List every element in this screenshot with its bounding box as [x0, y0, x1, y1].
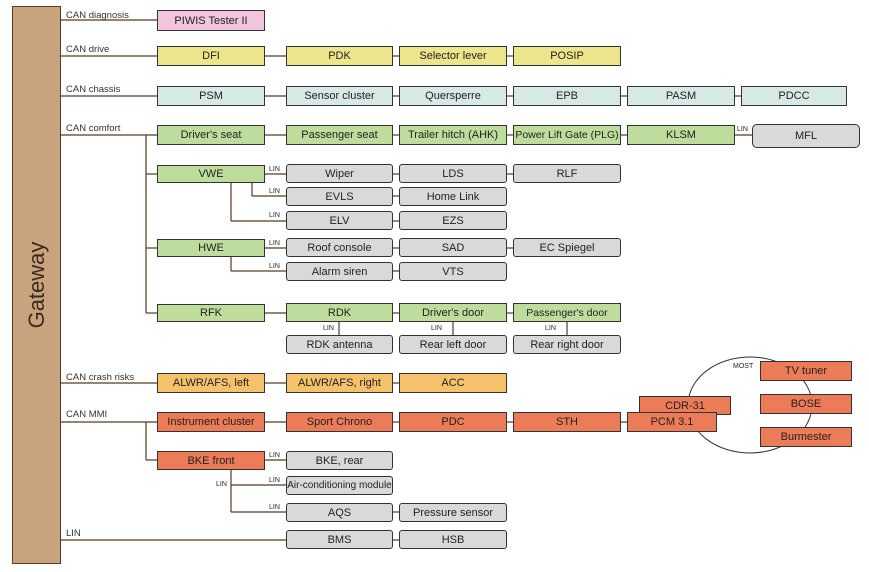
- most-label: MOST: [733, 363, 754, 370]
- lin-tag: LIN: [737, 126, 748, 133]
- node-pdcc[interactable]: PDCC: [741, 86, 847, 106]
- node-trailer-hitch[interactable]: Trailer hitch (AHK): [399, 125, 507, 145]
- node-sensor-cluster[interactable]: Sensor cluster: [286, 86, 393, 106]
- node-alarm-siren[interactable]: Alarm siren: [286, 262, 393, 281]
- gateway: Gateway: [12, 6, 61, 564]
- node-alwr-right[interactable]: ALWR/AFS, right: [286, 373, 393, 393]
- node-quersperre[interactable]: Quersperre: [399, 86, 507, 106]
- node-roof-console[interactable]: Roof console: [286, 238, 393, 257]
- lin-tag: LIN: [269, 452, 280, 459]
- node-rdk-antenna[interactable]: RDK antenna: [286, 335, 393, 354]
- lin-tag: LIN: [269, 188, 280, 195]
- node-cdr-31[interactable]: CDR-31: [639, 396, 731, 415]
- node-ec-spiegel[interactable]: EC Spiegel: [513, 238, 621, 257]
- node-burmester[interactable]: Burmester: [760, 427, 852, 447]
- node-pressure-sensor[interactable]: Pressure sensor: [399, 503, 507, 522]
- node-dfi[interactable]: DFI: [157, 46, 265, 66]
- node-rdk[interactable]: RDK: [286, 303, 393, 322]
- node-hwe[interactable]: HWE: [157, 239, 265, 257]
- node-sport-chrono[interactable]: Sport Chrono: [286, 412, 393, 432]
- node-lds[interactable]: LDS: [399, 164, 507, 183]
- bus-label-drive: CAN drive: [66, 44, 110, 55]
- node-evls[interactable]: EVLS: [286, 187, 393, 206]
- node-psm[interactable]: PSM: [157, 86, 265, 106]
- node-klsm[interactable]: KLSM: [627, 125, 735, 145]
- bus-label-diagnosis: CAN diagnosis: [66, 10, 129, 21]
- node-pdc[interactable]: PDC: [399, 412, 507, 432]
- node-sth[interactable]: STH: [513, 412, 621, 432]
- node-vts[interactable]: VTS: [399, 262, 507, 281]
- node-pdk[interactable]: PDK: [286, 46, 393, 66]
- node-alwr-left[interactable]: ALWR/AFS, left: [157, 373, 265, 393]
- node-passengers-door[interactable]: Passenger's door: [513, 303, 621, 322]
- lin-tag: LIN: [269, 212, 280, 219]
- node-drivers-seat[interactable]: Driver's seat: [157, 125, 265, 145]
- node-wiper[interactable]: Wiper: [286, 164, 393, 183]
- bus-label-crash: CAN crash risks: [66, 372, 135, 383]
- node-elv[interactable]: ELV: [286, 211, 393, 230]
- node-sad[interactable]: SAD: [399, 238, 507, 257]
- node-vwe[interactable]: VWE: [157, 165, 265, 183]
- node-tv-tuner[interactable]: TV tuner: [760, 361, 852, 381]
- node-rfk[interactable]: RFK: [157, 304, 265, 322]
- node-piwis-tester[interactable]: PIWIS Tester II: [157, 10, 265, 31]
- lin-tag: LIN: [269, 477, 280, 484]
- lin-tag: LIN: [545, 325, 556, 332]
- lin-tag: LIN: [216, 481, 227, 488]
- node-posip[interactable]: POSIP: [513, 46, 621, 66]
- node-selector-lever[interactable]: Selector lever: [399, 46, 507, 66]
- node-bke-front[interactable]: BKE front: [157, 451, 265, 470]
- node-bms[interactable]: BMS: [286, 530, 393, 549]
- bus-label-lin: LIN: [66, 528, 81, 539]
- node-bke-rear[interactable]: BKE, rear: [286, 451, 393, 470]
- node-rear-right-door[interactable]: Rear right door: [513, 335, 621, 354]
- lin-tag: LIN: [269, 263, 280, 270]
- bus-label-mmi: CAN MMI: [66, 409, 108, 420]
- lin-tag: LIN: [269, 504, 280, 511]
- node-mfl[interactable]: MFL: [752, 124, 860, 148]
- node-acc[interactable]: ACC: [399, 373, 507, 393]
- node-epb[interactable]: EPB: [513, 86, 621, 106]
- node-pcm[interactable]: PCM 3.1: [627, 412, 717, 432]
- node-air-conditioning-module[interactable]: Air-conditioning module: [286, 476, 393, 495]
- node-passenger-seat[interactable]: Passenger seat: [286, 125, 393, 145]
- node-rear-left-door[interactable]: Rear left door: [399, 335, 507, 354]
- bus-label-comfort: CAN comfort: [66, 123, 121, 134]
- node-rlf[interactable]: RLF: [513, 164, 621, 183]
- node-power-lift-gate[interactable]: Power Lift Gate (PLG): [513, 125, 621, 145]
- node-home-link[interactable]: Home Link: [399, 187, 507, 206]
- lin-tag: LIN: [431, 325, 442, 332]
- node-ezs[interactable]: EZS: [399, 211, 507, 230]
- bus-label-chassis: CAN chassis: [66, 84, 121, 95]
- lin-tag: LIN: [269, 166, 280, 173]
- node-pasm[interactable]: PASM: [627, 86, 735, 106]
- node-aqs[interactable]: AQS: [286, 503, 393, 522]
- node-drivers-door[interactable]: Driver's door: [399, 303, 507, 322]
- lin-tag: LIN: [269, 240, 280, 247]
- gateway-label: Gateway: [23, 241, 49, 329]
- node-bose[interactable]: BOSE: [760, 394, 852, 414]
- node-hsb[interactable]: HSB: [399, 530, 507, 549]
- node-instrument-cluster[interactable]: Instrument cluster: [157, 412, 265, 432]
- lin-tag: LIN: [323, 325, 334, 332]
